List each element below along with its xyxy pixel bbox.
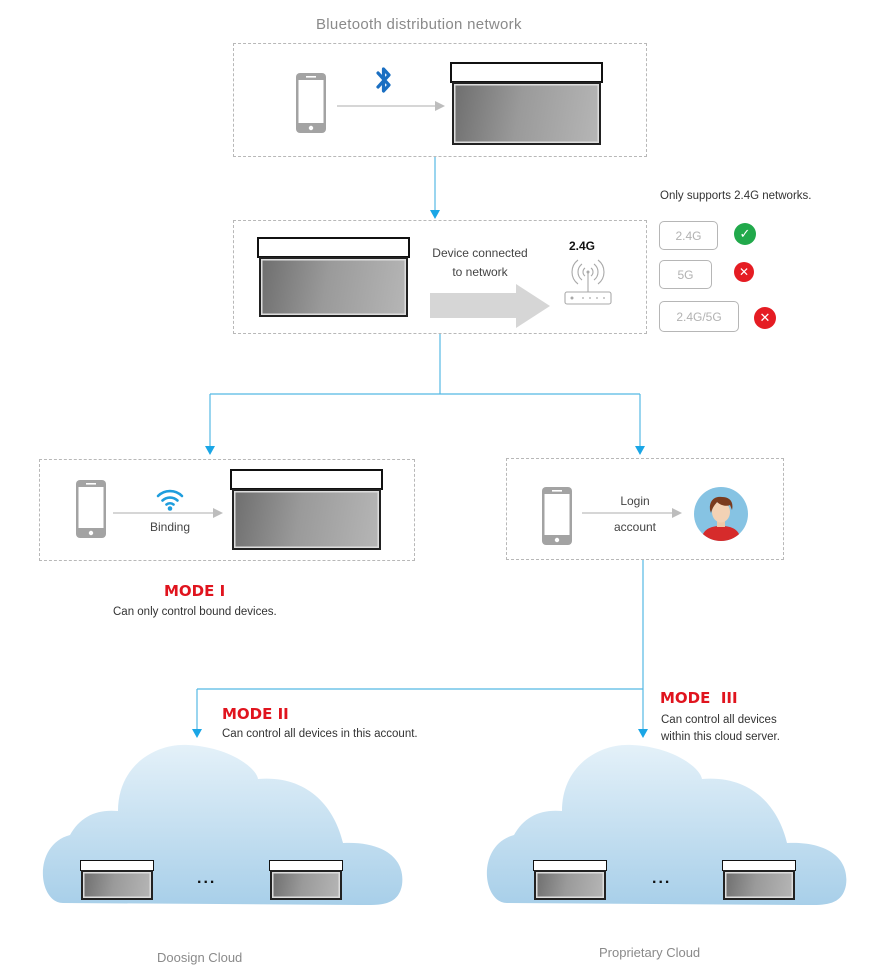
- device-icon: [450, 62, 603, 145]
- network-option-2-4g: 2.4G: [659, 221, 718, 250]
- network-option-label: 2.4G: [675, 228, 702, 243]
- check-icon: ✓: [734, 223, 756, 245]
- network-option-label: 2.4G/5G: [676, 309, 722, 324]
- binding-box: [39, 459, 415, 561]
- proprietary-cloud: [486, 744, 847, 906]
- binding-label: Binding: [149, 520, 191, 534]
- arrow-icon: [582, 508, 682, 518]
- mode-2-description: Can control all devices in this account.: [222, 728, 418, 740]
- mode-3-title: MODE III: [660, 689, 738, 707]
- arrowhead: [635, 446, 645, 455]
- network-step-box: [233, 220, 647, 334]
- network-note-title: Only supports 2.4G networks.: [660, 190, 812, 202]
- proprietary-cloud-label: Proprietary Cloud: [599, 945, 701, 960]
- arrow-icon: [337, 101, 445, 111]
- network-option-label: 5G: [677, 267, 694, 282]
- mode-3-description-line1: Can control all devices: [661, 714, 777, 726]
- arrowhead: [205, 446, 215, 455]
- device-icon: [257, 237, 410, 317]
- cross-icon: ✕: [734, 262, 754, 282]
- mode-3-description-line2: within this cloud server.: [661, 731, 780, 744]
- login-label-line1: Login: [620, 494, 650, 508]
- phone-icon: [296, 73, 326, 133]
- network-option-5g: 5G: [659, 260, 712, 289]
- device-connected-label: Device connected to network: [420, 244, 540, 281]
- mode-1-description: Can only control bound devices.: [113, 606, 277, 618]
- wifi-icon: [156, 489, 184, 511]
- phone-icon: [542, 487, 572, 545]
- doosign-cloud-label: Doosign Cloud: [157, 950, 243, 965]
- ellipsis: ...: [652, 870, 672, 887]
- band-label: 2.4G: [569, 239, 596, 253]
- ellipsis: ...: [197, 870, 217, 887]
- mode-1-title: MODE I: [164, 582, 226, 600]
- doosign-cloud: [42, 744, 403, 906]
- device-icon: [269, 860, 343, 900]
- device-connected-label-line1: Device connected: [432, 246, 528, 260]
- bluetooth-icon: [376, 67, 391, 93]
- arrowhead: [638, 729, 648, 738]
- mode-3-description: Can control all devices within this clou…: [661, 712, 780, 747]
- bluetooth-step-box: [233, 43, 647, 157]
- login-box: [506, 458, 784, 560]
- big-arrow-icon: [430, 284, 550, 328]
- mode-2-title: MODE II: [222, 705, 289, 723]
- login-label-line2: account: [613, 520, 657, 534]
- router-icon: [564, 259, 612, 305]
- arrowhead: [430, 210, 440, 219]
- device-icon: [80, 860, 154, 900]
- phone-icon: [76, 480, 106, 538]
- arrow-icon: [113, 508, 223, 518]
- diagram-title: Bluetooth distribution network: [316, 16, 522, 33]
- device-icon: [722, 860, 796, 900]
- device-icon: [230, 469, 383, 550]
- arrowhead: [192, 729, 202, 738]
- cross-icon: ✕: [754, 307, 776, 329]
- user-avatar-icon: [694, 487, 748, 541]
- device-connected-label-line2: to network: [452, 264, 508, 279]
- device-icon: [533, 860, 607, 900]
- network-option-2-4g-5g: 2.4G/5G: [659, 301, 739, 332]
